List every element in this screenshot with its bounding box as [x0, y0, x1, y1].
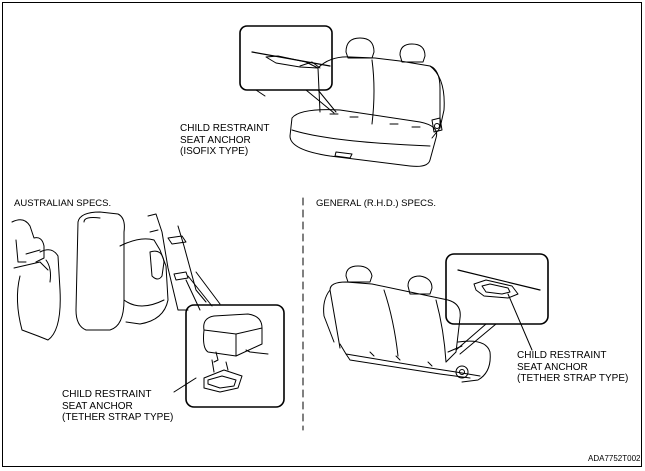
australian-tether-anchor-label: CHILD RESTRAINT SEAT ANCHOR (TETHER STRA…	[62, 389, 173, 424]
isofix-anchor-label: CHILD RESTRAINT SEAT ANCHOR (ISOFIX TYPE…	[180, 123, 269, 158]
tether-au-label-line1: CHILD RESTRAINT	[62, 389, 152, 400]
isofix-label-line1: CHILD RESTRAINT	[180, 123, 270, 134]
australian-tether-detail-callout-box	[173, 304, 285, 408]
isofix-label-line3: (ISOFIX TYPE)	[180, 146, 249, 157]
general-seat-illustration	[323, 265, 491, 383]
general-tether-detail-callout-box	[445, 253, 549, 355]
figure-code: ADA7752T002	[588, 454, 641, 463]
isofix-label-line2: SEAT ANCHOR	[180, 134, 251, 146]
australian-specs-heading: AUSTRALIAN SPECS.	[14, 198, 112, 209]
tether-au-label-line3: (TETHER STRAP TYPE)	[62, 412, 174, 423]
tether-gen-label-line3: (TETHER STRAP TYPE)	[517, 373, 629, 384]
rear-bench-seat-illustration	[289, 37, 445, 167]
tether-au-label-line2: SEAT ANCHOR	[62, 400, 133, 412]
isofix-detail-callout-box	[239, 25, 337, 114]
figure-frame	[2, 2, 642, 467]
general-specs-heading: GENERAL (R.H.D.) SPECS.	[316, 198, 437, 209]
general-tether-anchor-label: CHILD RESTRAINT SEAT ANCHOR (TETHER STRA…	[517, 350, 628, 385]
tether-gen-label-line1: CHILD RESTRAINT	[517, 350, 607, 361]
australian-seat-illustration	[11, 211, 221, 341]
tether-gen-label-line2: SEAT ANCHOR	[517, 361, 588, 373]
